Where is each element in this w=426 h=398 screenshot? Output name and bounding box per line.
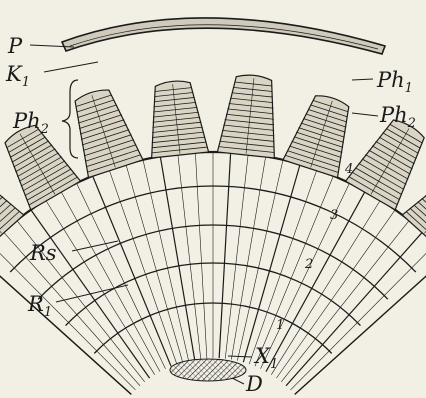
leader-Ph2-right <box>352 113 378 116</box>
label-P: P <box>8 36 22 57</box>
label-R1: R1 <box>28 294 52 315</box>
radial-file-line <box>0 244 135 390</box>
label-Rs: Rs <box>30 243 57 264</box>
wedge-region <box>0 75 426 394</box>
leader-Rs <box>72 241 118 251</box>
leader-K1 <box>44 62 98 72</box>
label-Ph1: Ph1 <box>377 70 413 91</box>
leader-D <box>232 378 244 384</box>
leader-Ph1 <box>352 79 373 80</box>
ring-number-2: 2 <box>305 258 313 271</box>
radial-file-line <box>243 164 300 362</box>
label-Ph2-right: Ph2 <box>380 105 416 126</box>
ring-number-3: 3 <box>330 209 338 222</box>
radial-file-line <box>3 232 140 386</box>
brace-Ph2 <box>62 80 78 158</box>
label-K1: K1 <box>6 64 30 85</box>
phloem-tuft <box>346 120 425 210</box>
radial-file-line <box>126 164 183 362</box>
radial-file-line <box>286 232 423 386</box>
radial-file-line <box>281 220 409 381</box>
ring-number-1: 1 <box>276 319 284 332</box>
label-Ph2-left: Ph2 <box>13 111 49 132</box>
bark-band <box>62 18 385 54</box>
label-D: D <box>246 374 263 395</box>
label-X1: X1 <box>255 346 278 367</box>
ring-number-4: 4 <box>345 163 353 176</box>
radial-file-line <box>76 183 165 369</box>
